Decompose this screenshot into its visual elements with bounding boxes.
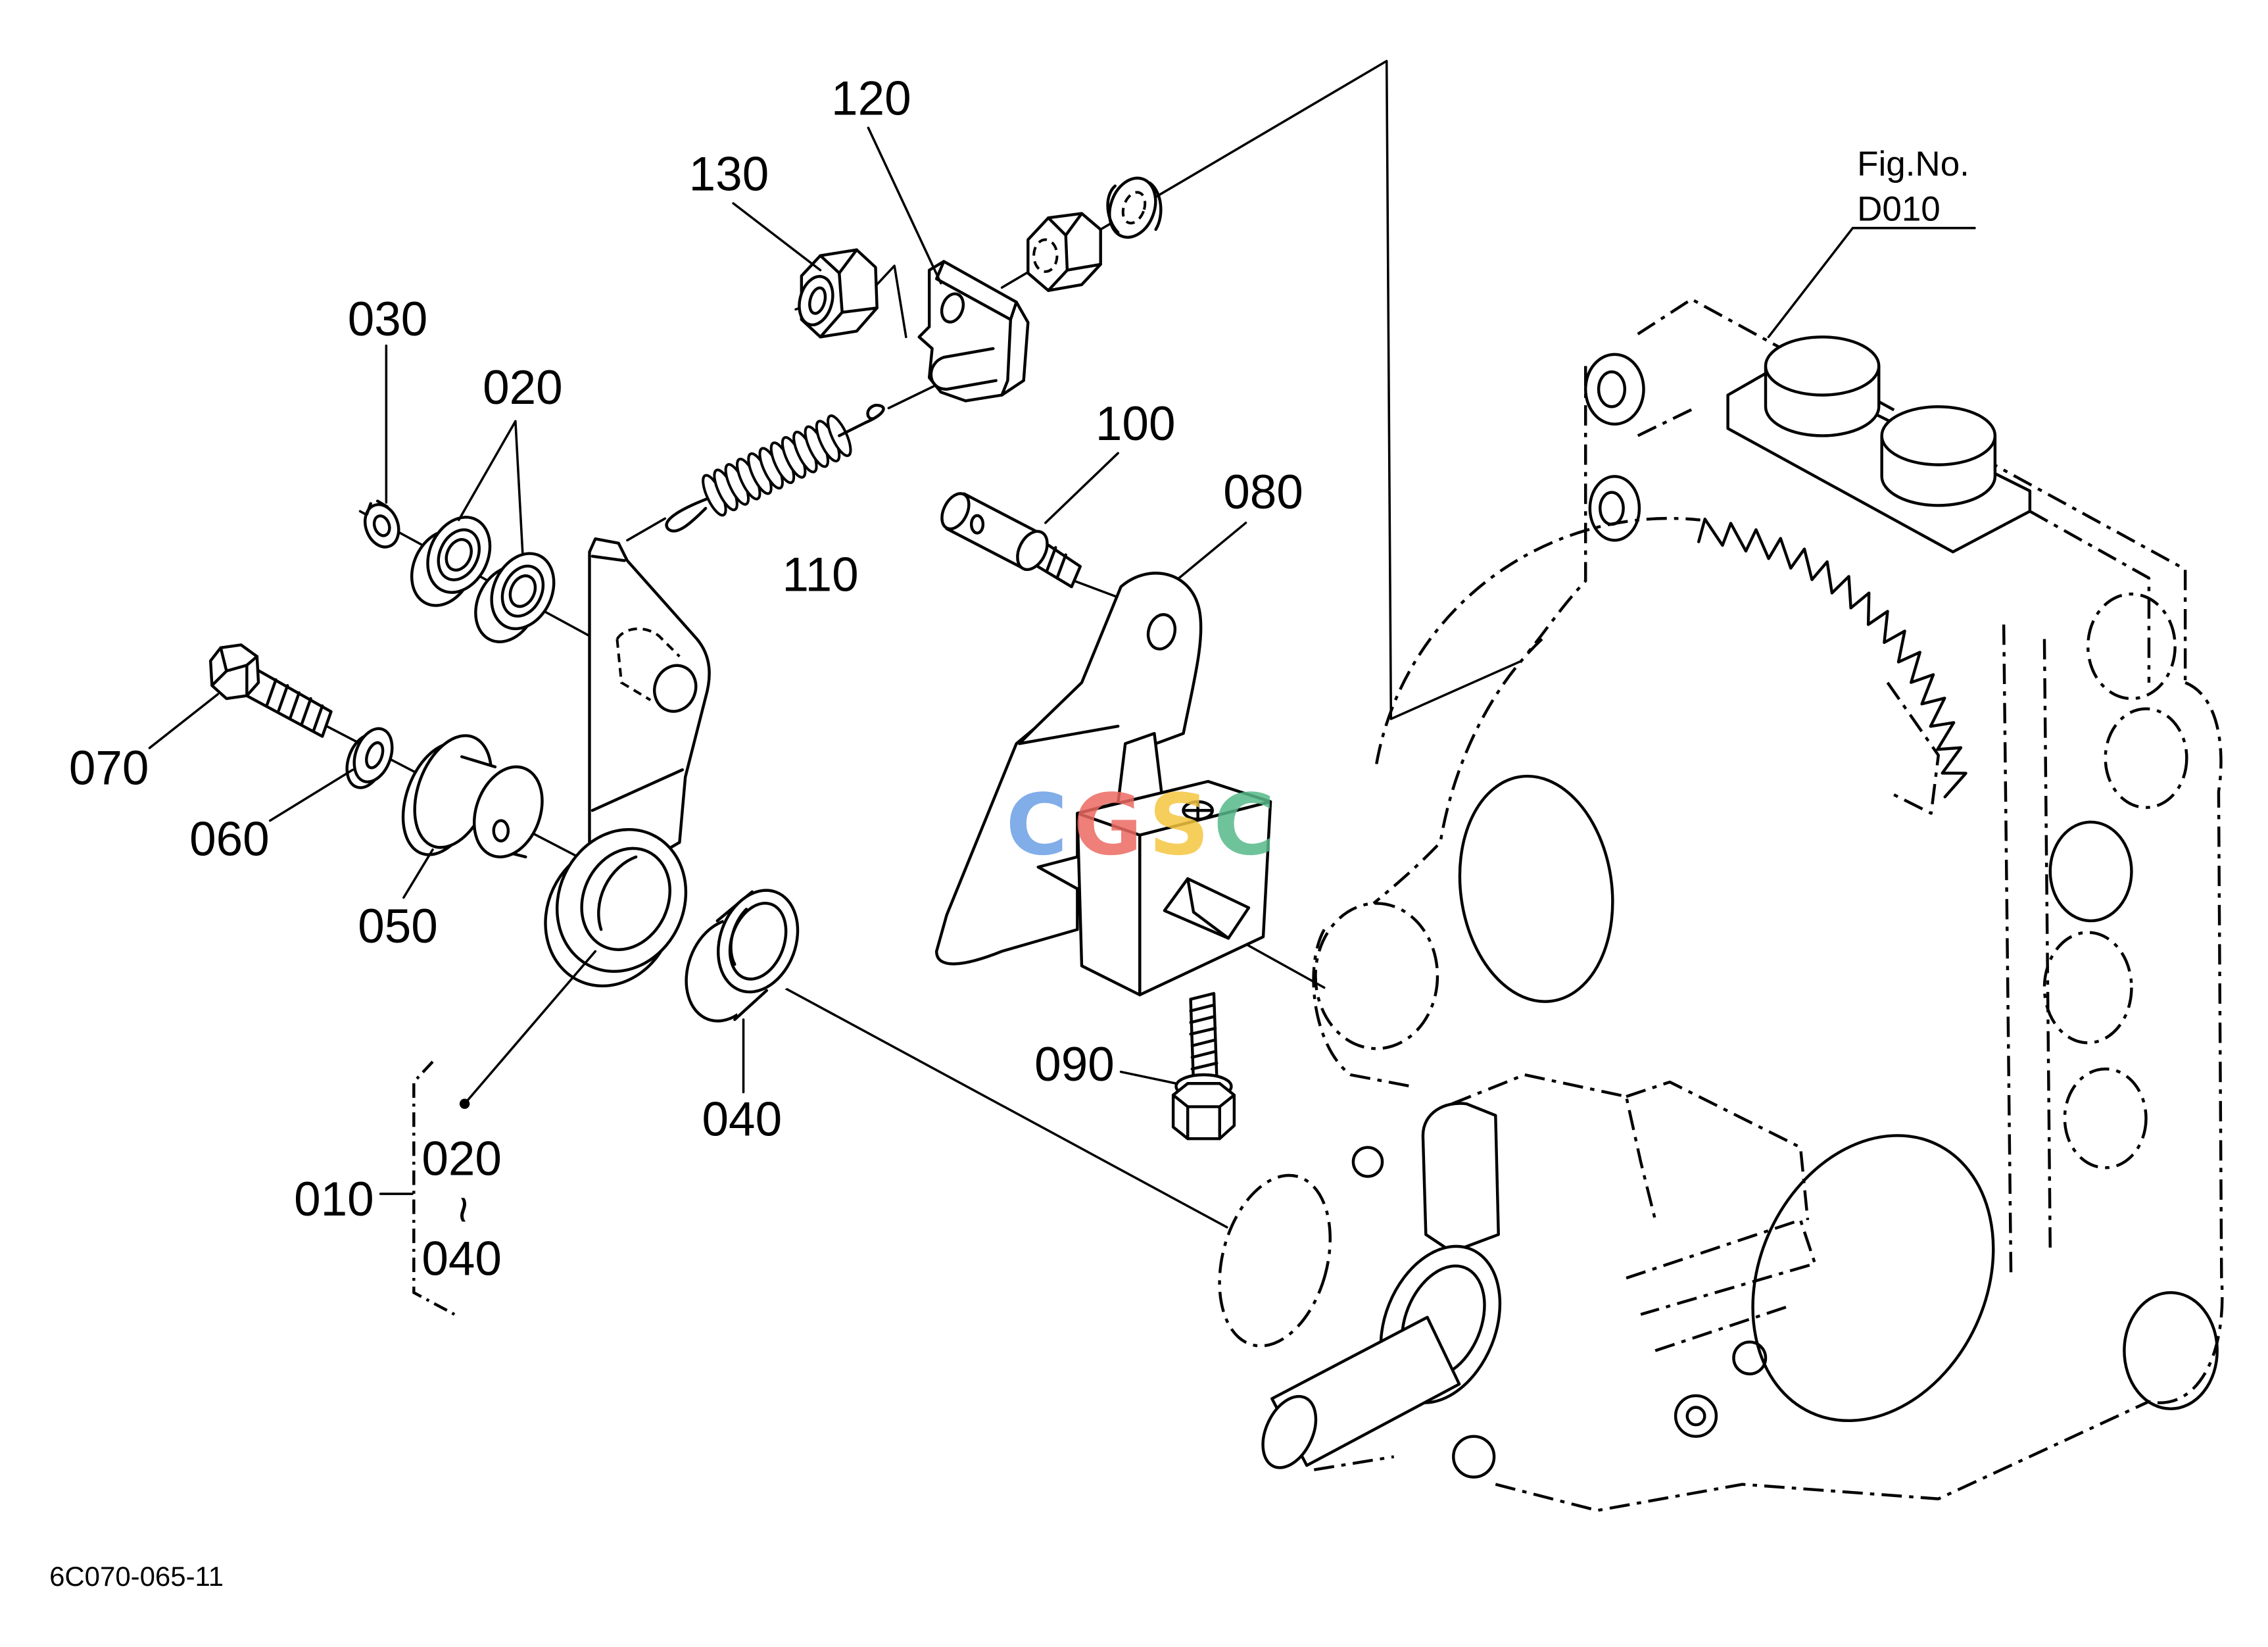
callout-120: 120 bbox=[831, 72, 911, 125]
assembly-range-start: 020 bbox=[422, 1132, 502, 1185]
callout-050: 050 bbox=[358, 900, 438, 953]
housing-lower-left-body bbox=[1312, 929, 1412, 1088]
part-050-collar bbox=[401, 734, 544, 858]
housing-small-plug-3 bbox=[1452, 1435, 1496, 1479]
governor-gear-inner bbox=[1886, 681, 1940, 815]
callout-030: 030 bbox=[348, 293, 428, 346]
watermark-letter-1: C bbox=[1006, 776, 1068, 874]
housing-right-boss-6 bbox=[2123, 1291, 2219, 1411]
callout-040: 040 bbox=[702, 1093, 783, 1146]
leader-060 bbox=[268, 768, 354, 822]
plunger-barrel bbox=[1421, 1102, 1500, 1254]
watermark-letter-2: G bbox=[1073, 776, 1142, 874]
housing-teeth-lower bbox=[1626, 1218, 1817, 1352]
leader-010-lever bbox=[463, 950, 597, 1105]
housing-inner-verticals bbox=[2002, 624, 2052, 1279]
callout-080: 080 bbox=[1223, 466, 1303, 519]
part-020-bearing-1 bbox=[410, 516, 492, 607]
callout-090: 090 bbox=[1034, 1038, 1115, 1091]
callout-labels: 120 130 030 020 100 080 110 070 060 050 … bbox=[49, 72, 1969, 1592]
watermark-letter-4: C bbox=[1213, 776, 1275, 874]
spring-hook-right bbox=[838, 403, 885, 437]
delivery-valve-holder-2 bbox=[1880, 405, 1997, 507]
part-110-tension-spring bbox=[665, 403, 885, 533]
callout-060: 060 bbox=[189, 813, 270, 866]
housing-right-outline bbox=[2148, 681, 2224, 1404]
injection-pump-housing bbox=[1218, 297, 2224, 1512]
leader-100 bbox=[1044, 452, 1119, 524]
assembly-number: 010 bbox=[294, 1173, 374, 1226]
leader-070 bbox=[148, 693, 219, 749]
leader-090 bbox=[1119, 1070, 1178, 1085]
housing-small-plug-4 bbox=[1351, 1146, 1384, 1178]
housing-boss-lower bbox=[1588, 475, 1641, 542]
housing-bottom-edge bbox=[1313, 1400, 2150, 1512]
housing-small-plug-1 bbox=[1732, 1340, 1768, 1376]
leader-010-dot bbox=[459, 1098, 470, 1109]
spring-hook-line-left bbox=[626, 517, 667, 542]
housing-side-cover bbox=[1751, 1134, 1995, 1423]
adjusting-nut bbox=[1026, 212, 1102, 292]
callout-100: 100 bbox=[1096, 397, 1176, 451]
callout-110: 110 bbox=[782, 549, 858, 602]
figure-reference-label: Fig.No. bbox=[1857, 145, 1969, 184]
part-120-bracket-plate bbox=[917, 260, 1030, 403]
part-030-circlip bbox=[364, 499, 400, 549]
part-090-adjusting-screw bbox=[1171, 992, 1236, 1141]
housing-right-boss-3 bbox=[2048, 820, 2133, 923]
part-040-bushing bbox=[685, 889, 800, 1023]
lever-arm bbox=[544, 537, 711, 988]
assembly-range-end: 040 bbox=[422, 1233, 502, 1286]
leader-130 bbox=[732, 202, 822, 272]
housing-right-boss-4 bbox=[2042, 931, 2133, 1045]
reference-lines bbox=[326, 59, 1523, 1229]
housing-right-boss-1 bbox=[2086, 592, 2177, 701]
upper-axis-line bbox=[1000, 59, 1523, 720]
housing-left-boss bbox=[1314, 902, 1439, 1050]
leader-050 bbox=[402, 848, 434, 899]
assembly-bracket bbox=[412, 1060, 456, 1316]
assembly-range-separator: ~ bbox=[437, 1196, 490, 1224]
retaining-clip bbox=[1106, 176, 1163, 239]
watermark-logo: C G S C bbox=[1006, 776, 1276, 874]
callout-020: 020 bbox=[483, 361, 563, 414]
figure-reference-number: D010 bbox=[1857, 190, 1941, 229]
watermark-letter-3: S bbox=[1149, 776, 1209, 874]
housing-rail-lower-edge bbox=[1637, 408, 2151, 683]
part-100-pin bbox=[940, 492, 1082, 589]
pin-axis-line bbox=[1073, 579, 1122, 600]
part-130-nut bbox=[798, 248, 879, 339]
housing-mid-block bbox=[1451, 1073, 1810, 1221]
housing-right-boss-5 bbox=[2063, 1067, 2148, 1169]
bushing-axis-line bbox=[783, 986, 1228, 1229]
leader-120 bbox=[867, 126, 942, 285]
callout-130: 130 bbox=[689, 147, 769, 201]
housing-left-outline bbox=[1372, 637, 1543, 905]
housing-left-column bbox=[1523, 366, 1587, 658]
spring-hook-left bbox=[665, 497, 710, 533]
spring-coils bbox=[702, 414, 852, 517]
governor-gear-teeth bbox=[1697, 517, 1967, 799]
part-060-washer bbox=[345, 727, 394, 789]
housing-small-plug-2 bbox=[1674, 1394, 1718, 1438]
part-080-control-lever bbox=[934, 572, 1272, 996]
delivery-valve-holder-1 bbox=[1764, 335, 1881, 437]
housing-boss-upper bbox=[1584, 353, 1645, 426]
spring-hook-line-right bbox=[887, 383, 938, 410]
drive-flange bbox=[1218, 1173, 1332, 1348]
leader-020 bbox=[457, 420, 524, 556]
housing-bore bbox=[1458, 774, 1614, 1003]
leader-080 bbox=[1178, 522, 1247, 579]
figure-reference-leader bbox=[1767, 226, 1976, 339]
leader-lines bbox=[148, 126, 1976, 1316]
part-020-bearing-2 bbox=[474, 552, 556, 643]
camshaft bbox=[1261, 1315, 1461, 1469]
callout-070: 070 bbox=[69, 741, 149, 795]
part-070-banjo-bolt bbox=[208, 643, 333, 738]
block-axis-line bbox=[1244, 943, 1326, 989]
drawing-number: 6C070-065-11 bbox=[49, 1561, 224, 1592]
housing-right-boss-2 bbox=[2104, 707, 2188, 809]
